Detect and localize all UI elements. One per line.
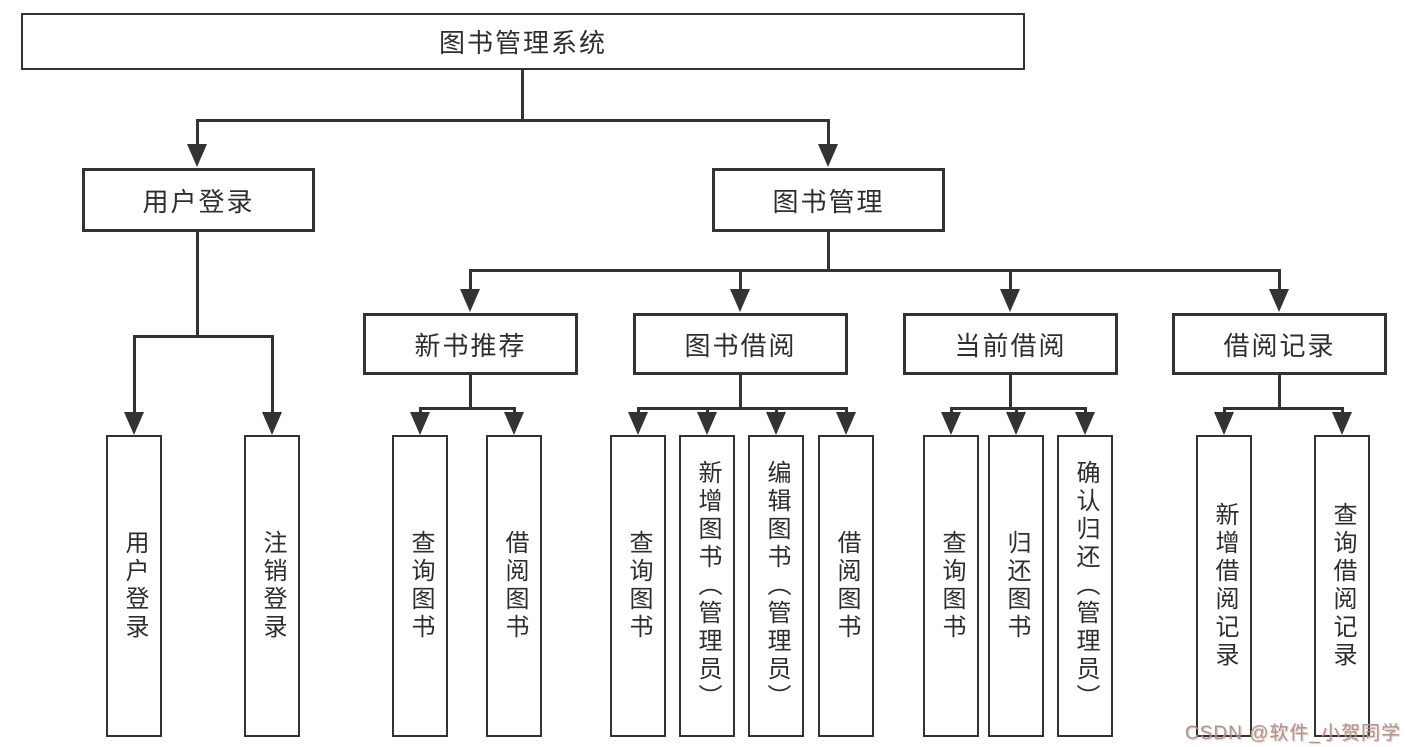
node-leaf-return-book: 归还图书 <box>988 435 1044 737</box>
node-new-book-recommend: 新书推荐 <box>363 313 578 375</box>
arrow-down-icon <box>262 412 282 435</box>
node-user-login: 用户登录 <box>82 168 315 232</box>
node-leaf-query-book-recommend-label: 查询图书 <box>407 530 434 642</box>
connector-drop-book-borrow <box>739 269 742 293</box>
node-borrow-records-label: 借阅记录 <box>1223 330 1336 361</box>
connector-current-borrow-stem <box>1009 373 1012 410</box>
node-library-management-system-label: 图书管理系统 <box>438 28 607 58</box>
node-book-management-label: 图书管理 <box>772 186 885 217</box>
node-library-management-system: 图书管理系统 <box>21 13 1025 70</box>
connector-drop-new-book-recommend <box>469 269 472 293</box>
connector-new-book-recommend-bus <box>419 407 516 410</box>
connector-level3-bus <box>469 269 1281 272</box>
arrow-down-icon <box>410 412 430 435</box>
arrow-down-icon <box>1006 412 1026 435</box>
connector-current-borrow-bus <box>950 407 1087 410</box>
node-book-borrow-label: 图书借阅 <box>684 330 797 361</box>
connector-user-login-bus <box>133 335 274 338</box>
connector-drop-leaf-logout <box>271 335 274 415</box>
arrow-down-icon <box>941 412 961 435</box>
connector-drop-leaf-user-login <box>133 335 136 415</box>
node-leaf-user-login: 用户登录 <box>106 435 162 737</box>
arrow-down-icon <box>697 412 717 435</box>
arrow-down-icon <box>504 412 524 435</box>
node-leaf-query-book-borrow-label: 查询图书 <box>625 530 652 642</box>
node-leaf-borrow-book: 借阅图书 <box>818 435 874 737</box>
connector-book-management-stem <box>827 230 830 272</box>
node-leaf-query-book-current: 查询图书 <box>923 435 979 737</box>
node-leaf-query-book-current-label: 查询图书 <box>938 530 965 642</box>
node-new-book-recommend-label: 新书推荐 <box>414 330 527 361</box>
node-leaf-query-book-recommend: 查询图书 <box>392 435 448 737</box>
node-leaf-edit-book-admin-label: 编辑图书（管理员） <box>763 460 790 712</box>
arrow-down-icon <box>766 412 786 435</box>
arrow-down-icon <box>1075 412 1095 435</box>
node-leaf-query-borrow-record-label: 查询借阅记录 <box>1329 502 1356 670</box>
node-leaf-add-borrow-record: 新增借阅记录 <box>1196 435 1252 737</box>
arrow-down-icon <box>818 144 838 167</box>
node-leaf-add-book-admin-label: 新增图书（管理员） <box>694 460 721 712</box>
connector-root-stem <box>521 68 524 121</box>
connector-drop-user-login <box>196 119 199 149</box>
arrow-down-icon <box>1269 289 1289 312</box>
node-leaf-query-book-borrow: 查询图书 <box>610 435 666 737</box>
arrow-down-icon <box>730 289 750 312</box>
node-book-management: 图书管理 <box>712 168 945 232</box>
arrow-down-icon <box>1332 412 1352 435</box>
connector-drop-current-borrow <box>1009 269 1012 293</box>
node-leaf-borrow-book-recommend: 借阅图书 <box>486 435 542 737</box>
node-user-login-label: 用户登录 <box>142 186 255 217</box>
node-leaf-confirm-return-admin: 确认归还（管理员） <box>1057 435 1113 737</box>
connector-drop-book-management <box>827 119 830 149</box>
connector-borrow-records-bus <box>1223 407 1344 410</box>
connector-drop-borrow-records <box>1278 269 1281 293</box>
node-current-borrow-label: 当前借阅 <box>954 330 1067 361</box>
arrow-down-icon <box>124 412 144 435</box>
node-leaf-add-borrow-record-label: 新增借阅记录 <box>1211 502 1238 670</box>
node-leaf-logout: 注销登录 <box>244 435 300 737</box>
node-leaf-return-book-label: 归还图书 <box>1003 530 1030 642</box>
node-leaf-user-login-label: 用户登录 <box>121 530 148 642</box>
connector-borrow-records-stem <box>1278 373 1281 410</box>
arrow-down-icon <box>187 144 207 167</box>
node-leaf-edit-book-admin: 编辑图书（管理员） <box>748 435 804 737</box>
arrow-down-icon <box>836 412 856 435</box>
node-leaf-confirm-return-admin-label: 确认归还（管理员） <box>1072 460 1099 712</box>
node-leaf-borrow-book-label: 借阅图书 <box>833 530 860 642</box>
node-leaf-add-book-admin: 新增图书（管理员） <box>679 435 735 737</box>
arrow-down-icon <box>460 289 480 312</box>
arrow-down-icon <box>1214 412 1234 435</box>
node-leaf-borrow-book-recommend-label: 借阅图书 <box>501 530 528 642</box>
connector-book-borrow-stem <box>739 373 742 410</box>
connector-user-login-stem <box>196 230 199 338</box>
node-current-borrow: 当前借阅 <box>903 313 1118 375</box>
connector-new-book-recommend-stem <box>469 373 472 410</box>
node-book-borrow: 图书借阅 <box>633 313 848 375</box>
node-borrow-records: 借阅记录 <box>1172 313 1387 375</box>
node-leaf-query-borrow-record: 查询借阅记录 <box>1314 435 1370 737</box>
connector-book-borrow-bus <box>637 407 848 410</box>
csdn-watermark: CSDN @软件_小贺同学 <box>1185 723 1401 744</box>
node-leaf-logout-label: 注销登录 <box>259 530 286 642</box>
arrow-down-icon <box>628 412 648 435</box>
arrow-down-icon <box>1000 289 1020 312</box>
connector-level2-bus <box>196 119 830 122</box>
